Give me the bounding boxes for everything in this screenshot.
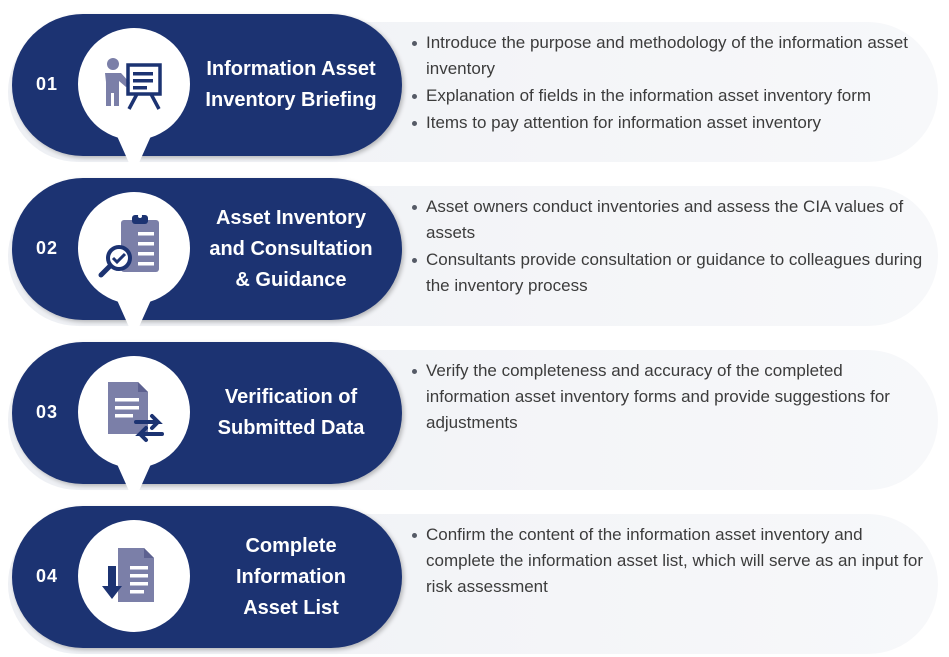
bullet-item: Introduce the purpose and methodology of… (410, 30, 925, 82)
title-line: Asset List (243, 596, 339, 619)
step-title: Information Asset Inventory Briefing (196, 14, 386, 156)
bullet-item: Confirm the content of the information a… (410, 522, 925, 600)
step-3: 03 Verification of Submitted Data Verify… (0, 340, 949, 502)
badge-pointer (117, 464, 151, 502)
step-icon-badge (78, 28, 190, 140)
title-line: Information Asset (206, 58, 376, 80)
step-2: 02 Asset Inventory and Consultation & Gu… (0, 176, 949, 338)
step-icon-badge (78, 520, 190, 632)
bullet-item: Consultants provide consultation or guid… (410, 247, 925, 299)
bullet-item: Explanation of fields in the information… (410, 83, 925, 109)
bullet-item: Items to pay attention for information a… (410, 110, 925, 136)
step-title: Verification of Submitted Data (196, 342, 386, 484)
badge-pointer (117, 300, 151, 338)
bullet-list: Asset owners conduct inventories and ass… (410, 194, 925, 300)
step-title: Complete Information Asset List (196, 506, 386, 648)
step-number: 03 (36, 402, 59, 422)
step-1: 01 Information Asset Inventory Briefing … (0, 12, 949, 174)
bullet-item: Verify the completeness and accuracy of … (410, 358, 925, 436)
title-line: Submitted Data (217, 417, 365, 439)
step-icon-badge (78, 192, 190, 304)
step-pill (12, 178, 402, 320)
document-download-icon (102, 548, 154, 602)
title-line: Inventory Briefing (205, 89, 377, 111)
badge-pointer (117, 136, 151, 174)
title-line: and Consultation (209, 237, 373, 260)
step-pill (12, 342, 402, 484)
title-line: & Guidance (235, 268, 347, 291)
title-line: Asset Inventory (215, 206, 367, 229)
bullet-item: Asset owners conduct inventories and ass… (410, 194, 925, 246)
title-line: Complete (245, 534, 337, 557)
bullet-list: Verify the completeness and accuracy of … (410, 358, 925, 437)
step-number: 04 (36, 566, 59, 586)
step-4: 04 Complete Information Asset List Confi… (0, 504, 949, 654)
step-title: Asset Inventory and Consultation & Guida… (196, 178, 386, 320)
document-exchange-icon (108, 382, 164, 442)
title-line: Verification of (224, 386, 358, 408)
step-number: 01 (36, 74, 59, 94)
bullet-list: Introduce the purpose and methodology of… (410, 30, 925, 137)
clipboard-check-icon (98, 214, 159, 278)
step-number: 02 (36, 238, 59, 258)
step-pill (12, 14, 402, 156)
step-pill (12, 506, 402, 648)
presentation-icon (105, 58, 162, 110)
title-line: Information (236, 565, 346, 588)
step-icon-badge (78, 356, 190, 468)
bullet-list: Confirm the content of the information a… (410, 522, 925, 601)
